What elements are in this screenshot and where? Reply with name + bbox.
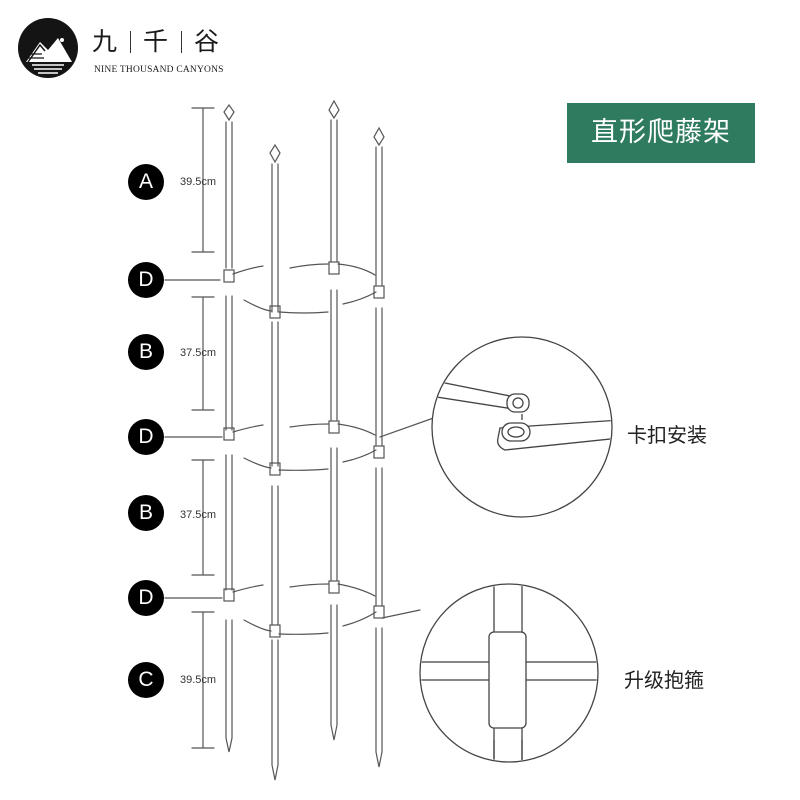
brand-char-2: 千 (143, 27, 170, 56)
product-title-badge: 直形爬藤架 (567, 103, 755, 163)
stake (328, 99, 340, 741)
ring-support (223, 420, 385, 476)
length-label: 37.5cm (180, 347, 217, 359)
clip-detail-view (431, 336, 613, 518)
ring-support (223, 580, 385, 638)
brand-name: 九千谷 (92, 22, 220, 58)
part-tag-a: A (128, 164, 164, 200)
part-tag-c: C (128, 662, 164, 698)
length-label: 39.5cm (180, 674, 217, 686)
part-tag-d: D (128, 419, 164, 455)
part-tag-b: B (128, 334, 164, 370)
clip-caption: 卡扣安装 (627, 423, 707, 447)
callout-leader (379, 414, 443, 438)
hoop-caption: 升级抱箍 (624, 668, 704, 692)
brand-divider (181, 31, 183, 53)
hoop-detail-view (419, 583, 599, 763)
length-label: 39.5cm (180, 176, 217, 188)
mountain-logo-icon (18, 18, 78, 78)
part-tag-d: D (128, 580, 164, 616)
stake (223, 103, 235, 753)
part-tag-b: B (128, 495, 164, 531)
length-label: 37.5cm (180, 509, 217, 521)
brand-english-name: NINE THOUSAND CANYONS (94, 65, 224, 75)
brand-header: 九千谷 NINE THOUSAND CANYONS (18, 18, 258, 78)
stake (269, 143, 281, 781)
brand-divider (130, 31, 132, 53)
stake (373, 126, 385, 768)
brand-char-1: 九 (92, 27, 119, 56)
part-tag-d: D (128, 262, 164, 298)
brand-char-3: 谷 (194, 27, 221, 56)
dimension-lines (191, 107, 215, 749)
ring-support (223, 261, 385, 319)
callout-leader (381, 609, 421, 619)
